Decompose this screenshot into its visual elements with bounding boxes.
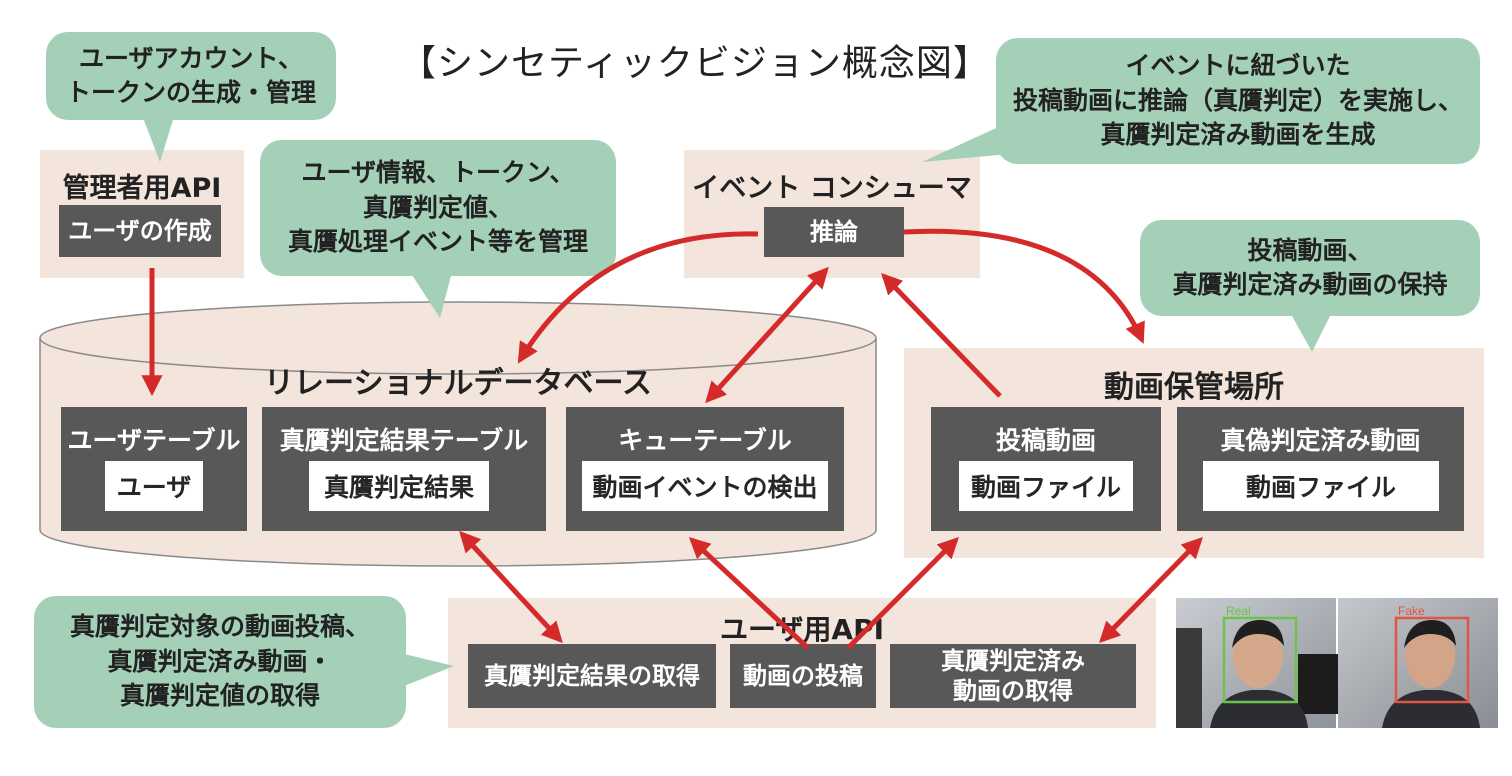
get-verdict-result-button[interactable]: 真贋判定結果の取得 xyxy=(468,644,716,708)
get-verified-video-label-1: 真贋判定済み xyxy=(941,647,1085,675)
queue-table-item: 動画イベントの検出 xyxy=(582,461,828,511)
arrow-post-to-storage xyxy=(846,537,959,650)
admin-callout-line-2: トークンの生成・管理 xyxy=(65,78,316,107)
verified-video-section: 真偽判定済み動画 動画ファイル xyxy=(1177,407,1464,531)
event-consumer-panel: イベント コンシューマ 推論 xyxy=(684,150,980,278)
database-callout-line-3: 真贋処理イベント等を管理 xyxy=(287,227,588,257)
video-storage-title: 動画保管場所 xyxy=(1104,370,1284,405)
real-label: Real xyxy=(1226,604,1251,618)
admin-api-title: 管理者用API xyxy=(62,173,222,204)
inference-button[interactable]: 推論 xyxy=(764,207,904,257)
database-callout: ユーザ情報、トークン、 真贋判定値、 真贋処理イベント等を管理 xyxy=(260,140,616,276)
post-video-button[interactable]: 動画の投稿 xyxy=(730,644,876,708)
fake-label: Fake xyxy=(1398,604,1425,618)
database-callout-line-1: ユーザ情報、トークン、 xyxy=(301,158,575,188)
arrow-queue-inference xyxy=(705,266,829,404)
arrow-verified-video-exchange xyxy=(1099,537,1203,643)
user-api-callout-line-1: 真贋判定対象の動画投稿、 xyxy=(69,612,370,642)
face-detection-photo: Real Fake xyxy=(1176,598,1498,728)
verified-video-title: 真偽判定済み動画 xyxy=(1220,426,1421,455)
arrow-inference-to-storage xyxy=(903,228,1145,344)
admin-callout: ユーザアカウント、 トークンの生成・管理 xyxy=(46,32,336,120)
consumer-callout: イベントに紐づいた 投稿動画に推論（真贋判定）を実施し、 真贋判定済み動画を生成 xyxy=(996,38,1480,164)
arrow-post-to-queue xyxy=(688,537,810,650)
user-table-title: ユーザテーブル xyxy=(67,426,241,455)
posted-video-title: 投稿動画 xyxy=(995,426,1096,455)
arrow-posted-video-to-inference xyxy=(881,272,1002,398)
queue-table: キューテーブル 動画イベントの検出 xyxy=(566,407,844,531)
consumer-callout-line-2: 投稿動画に推論（真贋判定）を実施し、 xyxy=(1012,85,1463,115)
consumer-callout-line-3: 真贋判定済み動画を生成 xyxy=(1100,120,1376,150)
arrow-inference-to-database xyxy=(517,231,759,364)
consumer-callout-line-1: イベントに紐づいた xyxy=(1125,51,1351,81)
posted-video-section: 投稿動画 動画ファイル xyxy=(931,407,1161,531)
admin-api-panel: 管理者用API ユーザの作成 xyxy=(40,150,244,278)
get-verified-video-button[interactable]: 真贋判定済み 動画の取得 xyxy=(890,644,1136,708)
admin-callout-line-1: ユーザアカウント、 xyxy=(78,43,303,73)
get-verified-video-label-2: 動画の取得 xyxy=(953,677,1073,705)
create-user-button[interactable]: ユーザの作成 xyxy=(59,205,221,257)
user-api-callout-line-2: 真贋判定済み動画・ xyxy=(107,646,333,676)
verified-video-file: 動画ファイル xyxy=(1203,461,1439,511)
user-api-callout: 真贋判定対象の動画投稿、 真贋判定済み動画・ 真贋判定値の取得 xyxy=(34,596,406,728)
posted-video-file: 動画ファイル xyxy=(959,461,1133,511)
verdict-result-table: 真贋判定結果テーブル 真贋判定結果 xyxy=(262,407,546,531)
verdict-result-item: 真贋判定結果 xyxy=(309,461,489,511)
user-table-item: ユーザ xyxy=(105,461,203,511)
diagram-title: 【シンセティックビジョン概念図】 xyxy=(400,43,990,84)
user-api-callout-line-3: 真贋判定値の取得 xyxy=(119,681,320,711)
database-callout-line-2: 真贋判定値、 xyxy=(362,192,513,222)
storage-callout-line-2: 真贋判定済み動画の保持 xyxy=(1172,270,1448,299)
storage-callout-line-1: 投稿動画、 xyxy=(1247,235,1373,265)
arrow-result-table-get-result xyxy=(459,530,563,644)
video-storage-panel: 動画保管場所 投稿動画 動画ファイル 真偽判定済み動画 動画ファイル xyxy=(904,348,1484,558)
database-title: リレーショナルデータベース xyxy=(264,366,652,401)
queue-table-title: キューテーブル xyxy=(618,426,792,455)
event-consumer-title: イベント コンシューマ xyxy=(692,173,972,204)
user-api-panel: ユーザ用API 真贋判定結果の取得 動画の投稿 真贋判定済み 動画の取得 xyxy=(448,598,1156,728)
storage-callout: 投稿動画、 真贋判定済み動画の保持 xyxy=(1140,220,1480,316)
user-table: ユーザテーブル ユーザ xyxy=(61,407,247,531)
verdict-result-table-title: 真贋判定結果テーブル xyxy=(279,426,529,455)
